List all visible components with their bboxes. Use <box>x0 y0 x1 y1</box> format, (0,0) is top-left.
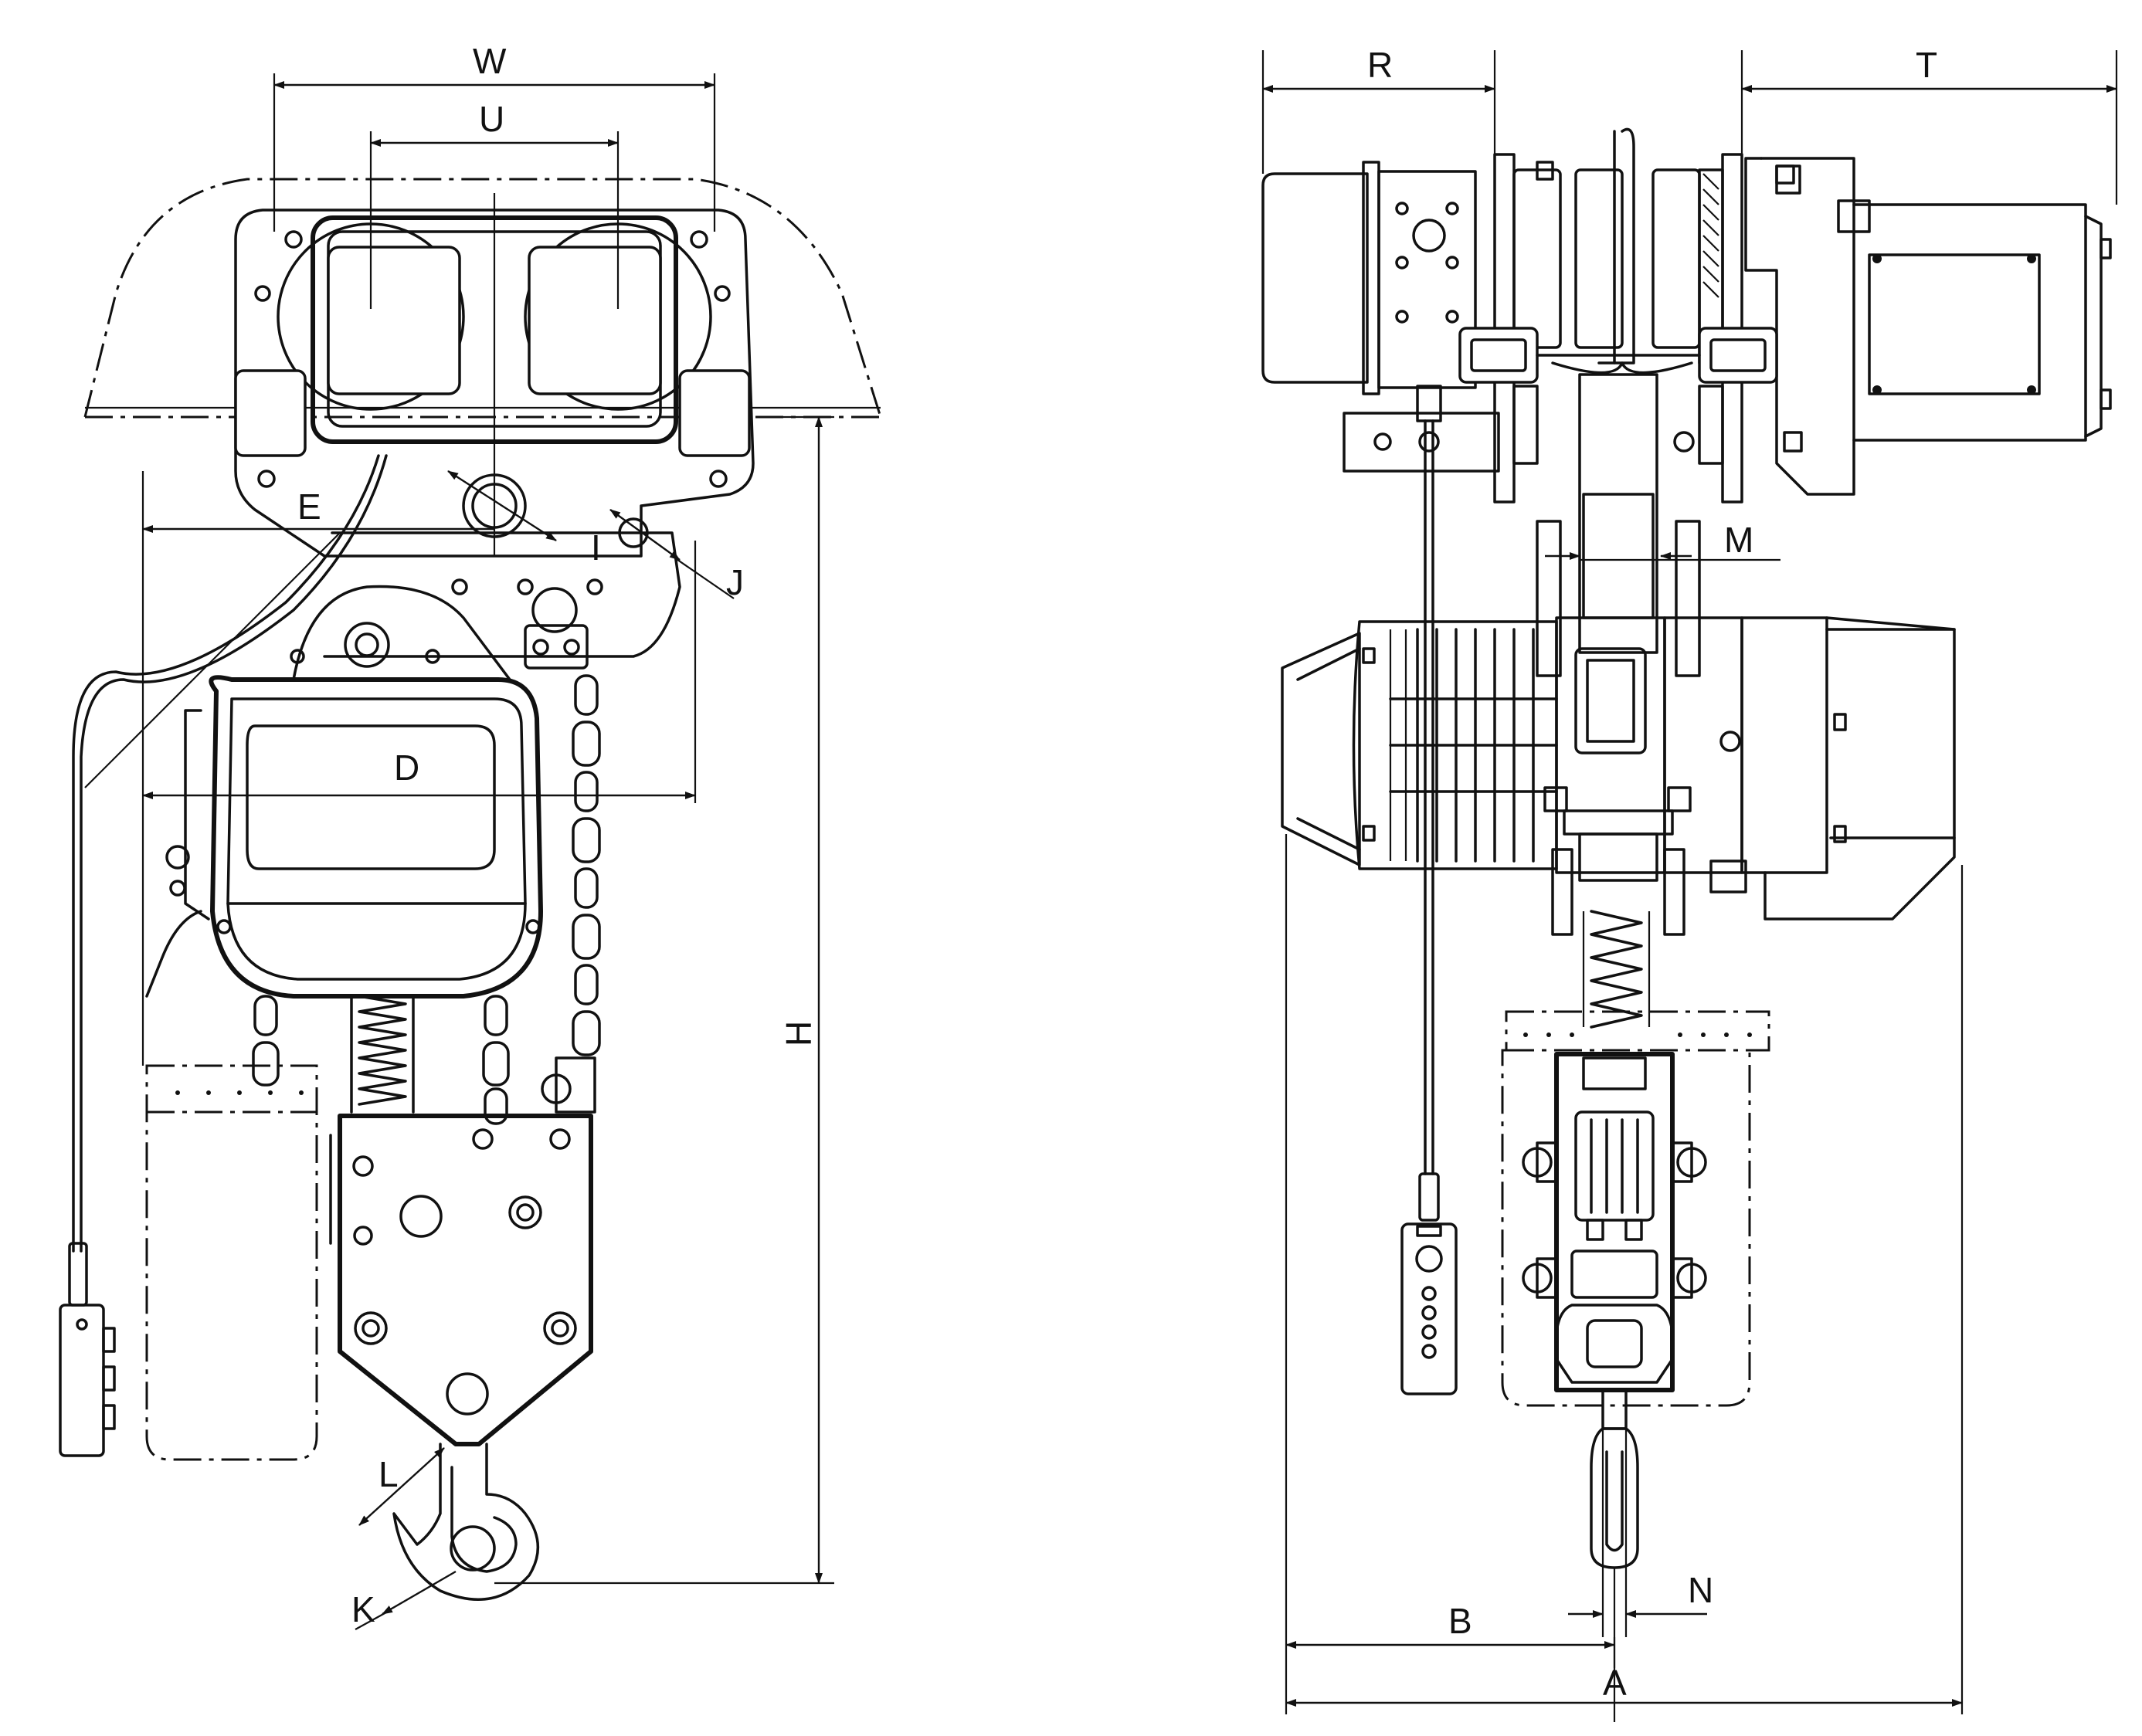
load-chain <box>252 674 601 1125</box>
dimensions-side <box>84 73 834 1630</box>
beam-outline <box>83 178 882 418</box>
chain-spring <box>358 995 407 1106</box>
dimension-labels: W U E I J D H L K R T M N B A <box>297 41 1937 1703</box>
label-j: J <box>726 562 744 602</box>
label-h: H <box>779 1021 819 1046</box>
trolley-frame-front <box>1343 127 1803 677</box>
pendant-switch <box>59 1242 116 1457</box>
label-w: W <box>473 41 507 81</box>
hoist-body <box>145 585 543 999</box>
label-u: U <box>479 99 504 139</box>
hook-front <box>1590 1388 1639 1569</box>
label-l: L <box>378 1454 399 1494</box>
hook-block <box>329 1114 593 1446</box>
label-d: D <box>394 748 419 788</box>
label-b: B <box>1448 1601 1472 1641</box>
hoist-gearbox <box>1543 616 1956 921</box>
chain-container-front <box>1501 1010 1770 1407</box>
hook-block-front <box>1522 1052 1707 1392</box>
side-view <box>59 73 882 1630</box>
front-view <box>1261 50 2118 1722</box>
label-r: R <box>1367 45 1393 85</box>
chain-container <box>145 1064 318 1461</box>
hook <box>392 1443 539 1601</box>
label-a: A <box>1603 1663 1627 1703</box>
pendant-cable <box>80 454 388 1253</box>
label-n: N <box>1688 1570 1713 1610</box>
trolley-left-motor <box>1261 161 1477 395</box>
label-i: I <box>591 527 601 568</box>
dimensions-front <box>1261 50 2118 1722</box>
hoist-motor <box>1281 620 1558 870</box>
chain-guide-front <box>1551 809 1747 1029</box>
label-t: T <box>1916 45 1937 85</box>
pendant-front <box>1400 419 1458 1395</box>
label-e: E <box>297 487 321 527</box>
label-m: M <box>1724 520 1753 560</box>
label-k: K <box>351 1589 375 1629</box>
